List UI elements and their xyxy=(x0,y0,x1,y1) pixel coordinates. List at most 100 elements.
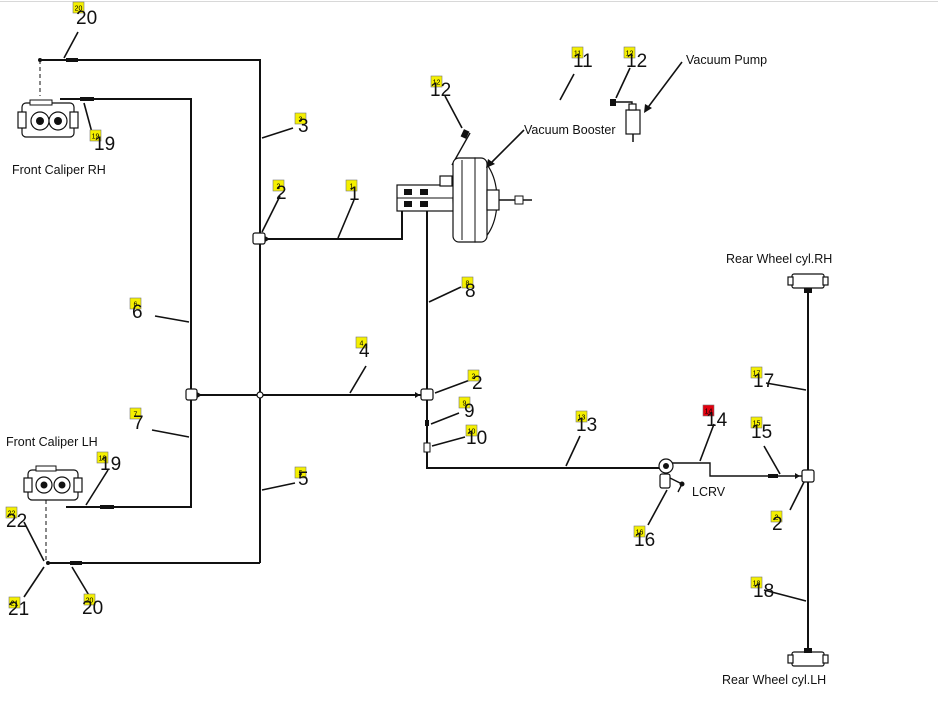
callout-tag-box xyxy=(129,407,142,420)
vacuum-booster-graphic xyxy=(452,157,532,243)
pipe-13 xyxy=(426,400,660,469)
callout-number: 8 xyxy=(465,281,476,302)
callout-number: 10 xyxy=(466,428,487,449)
callout-tag-text: 2 xyxy=(277,184,281,191)
pipe-6 xyxy=(60,98,192,395)
callout-number: 22 xyxy=(6,511,27,532)
callout-tag-text: 20 xyxy=(86,598,94,605)
callout-number: 6 xyxy=(132,302,143,323)
callout-number: 18 xyxy=(753,581,774,602)
callout-tag-box xyxy=(129,297,142,310)
pipe-14 xyxy=(672,462,803,477)
pipe-fittings xyxy=(38,58,778,565)
callout-7: 77 xyxy=(129,407,144,434)
callout-2: 22 xyxy=(770,510,783,535)
front-caliper-rh-label: Front Caliper RH xyxy=(12,163,106,177)
callout-number: 12 xyxy=(626,51,647,72)
tee-2-center xyxy=(415,388,434,401)
tee-fittings xyxy=(185,232,815,483)
callout-tag-text: 2 xyxy=(775,515,779,522)
vacuum-booster-label: Vacuum Booster xyxy=(524,123,615,137)
lcrv-graphic xyxy=(658,458,685,493)
callout-tag-box xyxy=(355,336,368,349)
callout-tag-text: 14 xyxy=(705,409,713,416)
front-caliper-lh-graphic xyxy=(23,465,83,501)
callout-tag-text: 5 xyxy=(299,471,303,478)
callout-number: 15 xyxy=(751,422,772,443)
callout-tag-box xyxy=(345,179,358,192)
callout-tag-box xyxy=(8,596,21,609)
brake-pipes xyxy=(39,59,809,652)
callout-tag-text: 19 xyxy=(92,134,100,141)
callout-8: 88 xyxy=(461,276,476,302)
callout-tag-text: 4 xyxy=(360,341,364,348)
callout-number: 16 xyxy=(634,530,655,551)
callout-tag-box xyxy=(72,1,85,14)
callout-tag-text: 6 xyxy=(134,302,138,309)
callout-tag-text: 8 xyxy=(466,281,470,288)
callout-tag-text: 18 xyxy=(753,581,761,588)
master-cylinder-graphic xyxy=(396,175,456,212)
callout-tag-box xyxy=(633,525,646,538)
callout-tag-box xyxy=(750,576,763,589)
callout-number: 3 xyxy=(298,116,309,137)
callout-tag-box xyxy=(96,451,109,464)
callout-4: 44 xyxy=(355,336,370,362)
callout-number: 2 xyxy=(772,514,783,535)
callout-tag-box xyxy=(750,416,763,429)
callout-tag-box xyxy=(465,424,478,437)
callout-6: 66 xyxy=(129,297,143,323)
front-caliper-rh-graphic xyxy=(17,99,79,138)
callout-number: 7 xyxy=(133,413,144,434)
rear-wheel-cyl-rh-label: Rear Wheel cyl.RH xyxy=(726,252,832,266)
callout-tag-text: 1 xyxy=(350,184,354,191)
tee-2-rear xyxy=(795,469,815,483)
vacuum-pump-graphic xyxy=(610,99,641,142)
callout-number: 12 xyxy=(430,80,451,101)
callout-tag-box xyxy=(623,46,636,59)
callout-tag-box xyxy=(702,404,715,417)
callout-tag-text: 9 xyxy=(463,401,467,408)
callout-tag-text: 22 xyxy=(8,511,16,518)
callout-number: 11 xyxy=(573,51,593,72)
rear-wheel-cyl-lh-label: Rear Wheel cyl.LH xyxy=(722,673,826,687)
callout-9: 99 xyxy=(458,396,475,422)
callout-tag-box xyxy=(83,593,96,606)
callout-number: 13 xyxy=(576,415,597,436)
pipe-3 xyxy=(40,59,261,236)
callout-2: 22 xyxy=(272,179,287,204)
callout-number: 20 xyxy=(76,8,97,29)
callout-tag-box xyxy=(5,506,18,519)
callout-tag-box xyxy=(294,466,307,479)
callout-1: 11 xyxy=(345,179,360,205)
callout-tag-box xyxy=(750,366,763,379)
callout-2: 22 xyxy=(467,369,483,394)
callout-number: 2 xyxy=(276,183,287,204)
lcrv-label: LCRV xyxy=(692,485,726,499)
callout-tag-text: 12 xyxy=(626,51,634,58)
callout-tag-box xyxy=(430,75,443,88)
tee-2-left xyxy=(252,232,270,245)
callout-number: 9 xyxy=(464,401,475,422)
callout-number: 17 xyxy=(753,371,774,392)
callout-tag-box xyxy=(770,510,783,523)
callout-tag-box xyxy=(571,46,584,59)
front-caliper-lh-label: Front Caliper LH xyxy=(6,435,98,449)
vacuum-hose-clamp xyxy=(460,129,470,139)
rear-wheel-cyl-lh-graphic xyxy=(787,648,829,667)
callout-number: 19 xyxy=(100,454,121,475)
pipe-1 xyxy=(268,205,403,240)
callout-tag-text: 12 xyxy=(433,80,441,87)
callout-5: 55 xyxy=(294,466,309,490)
callout-number: 2 xyxy=(472,373,483,394)
